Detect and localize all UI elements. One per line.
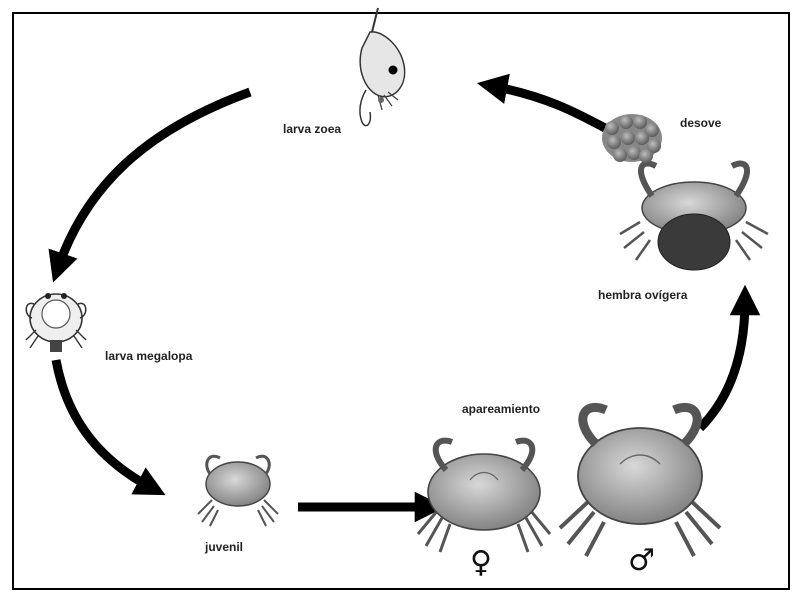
arrow-megalopa-to-juvenile bbox=[56, 360, 152, 488]
arrow-zoea-to-megalopa bbox=[58, 92, 250, 268]
label-apareamiento: apareamiento bbox=[462, 402, 540, 416]
label-larva-megalopa: larva megalopa bbox=[105, 349, 192, 363]
arrow-mating-to-ovigerous bbox=[700, 300, 745, 428]
label-larva-zoea: larva zoea bbox=[283, 122, 341, 136]
megalopa-larva-illustration bbox=[26, 293, 86, 352]
female-symbol: ♀ bbox=[470, 548, 492, 578]
egg-cluster-illustration bbox=[602, 114, 662, 163]
label-desove: desove bbox=[680, 116, 721, 130]
male-symbol: ♂ bbox=[628, 546, 655, 576]
label-juvenil: juvenil bbox=[205, 540, 243, 554]
arrow-spawning-to-zoea bbox=[492, 86, 605, 128]
juvenile-crab-illustration bbox=[198, 456, 278, 526]
female-crab-illustration bbox=[418, 441, 550, 552]
zoea-larva-illustration bbox=[360, 8, 405, 126]
ovigerous-female-illustration bbox=[620, 164, 768, 270]
male-crab-illustration bbox=[560, 407, 720, 556]
label-hembra-ovigera: hembra ovígera bbox=[598, 288, 687, 302]
